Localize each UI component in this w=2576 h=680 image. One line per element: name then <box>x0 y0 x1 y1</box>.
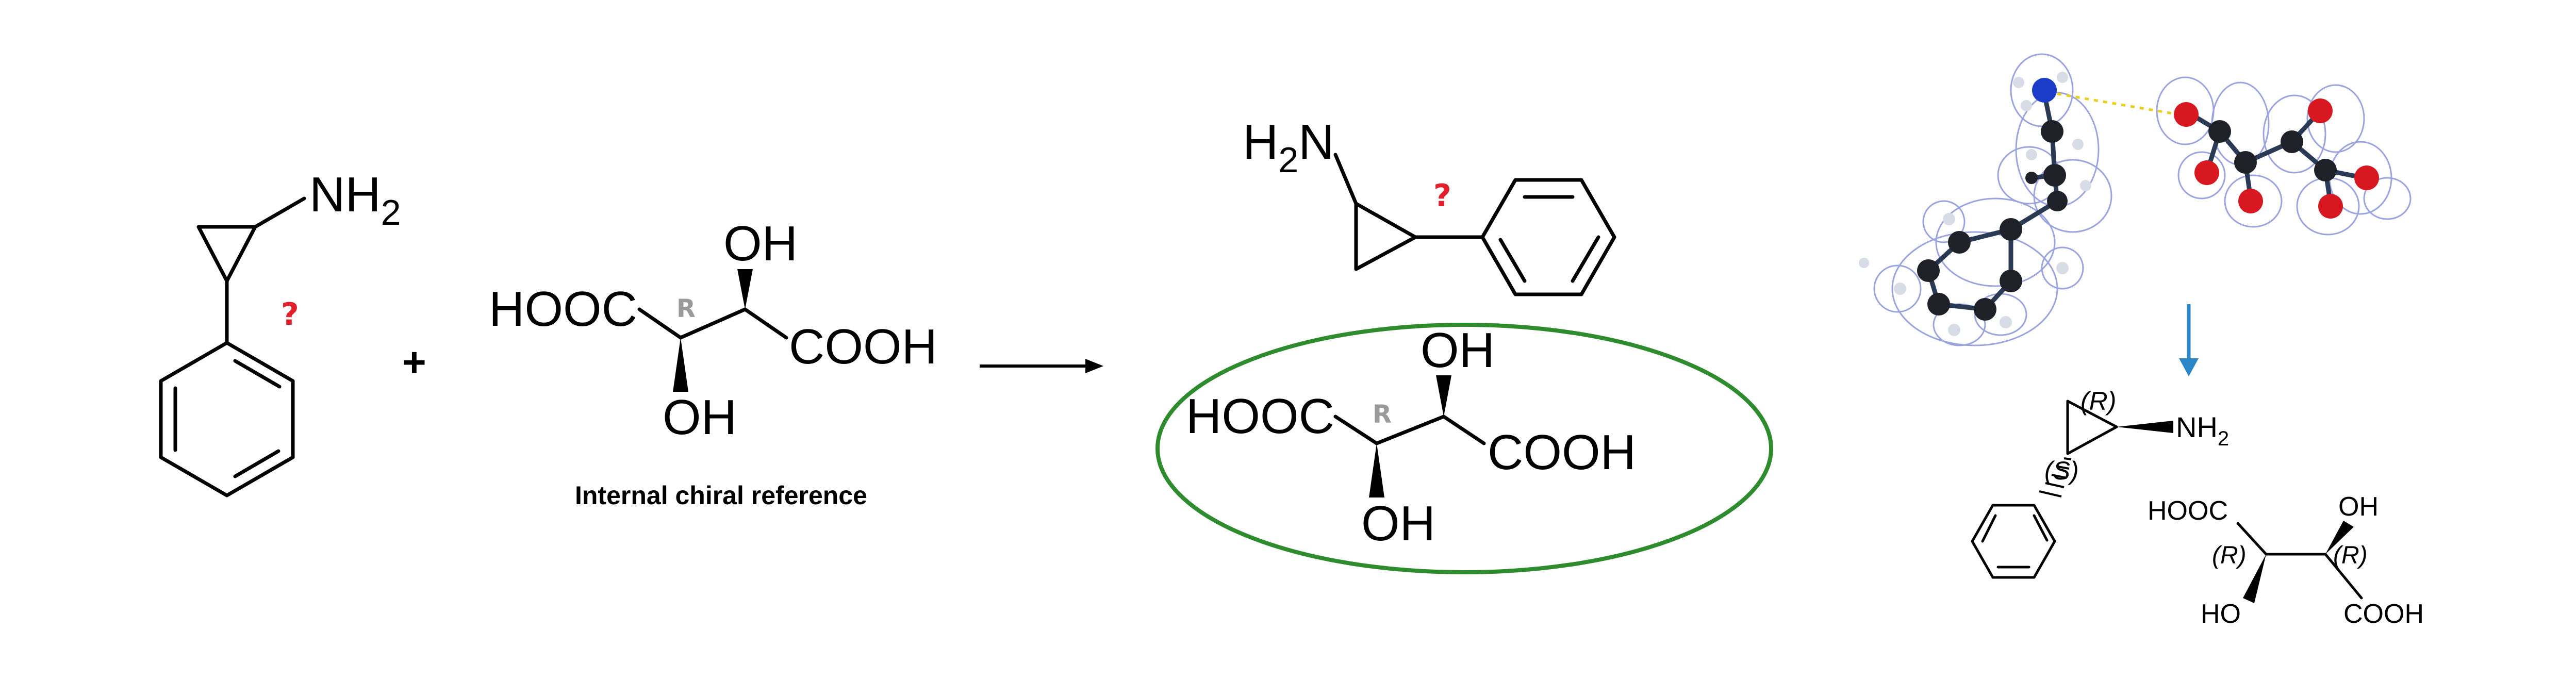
wedge-bond <box>737 269 753 309</box>
tartaric-oh-bottom-label: OH <box>663 390 737 445</box>
bond <box>679 307 747 340</box>
unknown-stereo-mark: ? <box>281 296 299 333</box>
blue-down-arrow <box>2179 304 2199 376</box>
aromatic-bond <box>233 359 282 389</box>
bond <box>743 307 788 340</box>
product-cooh-label: COOH <box>1488 425 1636 480</box>
tartaric-oh-top-label: OH <box>723 216 798 271</box>
aromatic-bond <box>233 449 280 478</box>
benzene-ring <box>1971 504 2056 579</box>
amine-nh2-label: NH2 <box>309 167 401 233</box>
resolved-ho-label: HO <box>2201 599 2241 629</box>
bond <box>1333 414 1379 445</box>
oxygen-atoms <box>2174 98 2379 219</box>
bond <box>2324 553 2363 600</box>
wedge-bond <box>673 338 688 392</box>
hashed-bond-phenyl <box>2039 457 2072 497</box>
tartaric-hooc-label: HOOC <box>489 281 637 337</box>
molecule-bonds <box>1926 91 2367 312</box>
resolved-tartaric-structure: HOOC OH (R) (R) HO COOH <box>2148 492 2424 629</box>
wedge-bond <box>1369 443 1384 497</box>
cyclopropane-ring <box>196 225 257 283</box>
stereo-r-descriptor: (R) <box>2080 387 2116 416</box>
amine-reactant: NH2 ? <box>159 167 401 497</box>
cyclopropane-ring <box>1354 202 1417 271</box>
internal-chiral-reference-caption: Internal chiral reference <box>575 481 867 510</box>
plus-sign: + <box>402 339 426 385</box>
product-hooc-label: HOOC <box>1186 389 1334 444</box>
hydrogen-bond <box>2057 92 2179 116</box>
reaction-arrow <box>980 359 1103 373</box>
aromatic-bond <box>2033 514 2049 542</box>
carbon-atoms <box>1917 120 2337 321</box>
product-h2n-label: H2N <box>1243 114 1334 180</box>
stereo-r-label: R <box>676 294 696 323</box>
wedge-bond-nh2 <box>2117 421 2173 433</box>
resolved-nh2-label: NH2 <box>2176 411 2229 450</box>
wedge-bond <box>2325 521 2354 554</box>
tartaric-acid-product: HOOC OH COOH OH R <box>1155 323 1773 574</box>
resolved-oh-label: OH <box>2338 492 2379 522</box>
bond-n-c <box>1333 153 1358 206</box>
bond <box>2236 522 2268 556</box>
resolved-hooc-label: HOOC <box>2148 496 2228 526</box>
bond <box>1442 414 1486 445</box>
nitrogen-atom <box>2032 78 2057 103</box>
benzene-ring <box>1480 178 1616 296</box>
hydrogen-atoms <box>1859 72 2091 336</box>
stereo-r-label: R <box>1373 400 1392 429</box>
aromatic-bond <box>1981 514 1997 543</box>
tartaric-acid-reactant: HOOC OH COOH OH R <box>489 216 937 445</box>
bond <box>1375 414 1446 445</box>
aromatic-bond <box>1498 238 1527 283</box>
benzene-ring <box>159 341 295 497</box>
wedge-bond <box>1436 375 1451 417</box>
amine-product: H2N ? <box>1243 114 1616 296</box>
product-highlight-ellipse <box>1155 323 1773 574</box>
tartaric-cooh-label: COOH <box>789 319 937 374</box>
stereo-r-descriptor-2: (R) <box>2333 542 2368 569</box>
product-oh-top-label: OH <box>1421 323 1495 378</box>
product-oh-bottom-label: OH <box>1361 496 1435 551</box>
resolved-amine-structure: (R) NH2 (S) <box>1971 387 2229 579</box>
bond-c-n <box>253 196 306 229</box>
wedge-bond <box>2243 554 2266 603</box>
cyclopropane-ring <box>2066 400 2118 455</box>
aromatic-bond <box>1571 235 1600 283</box>
resolved-cooh-label: COOH <box>2343 599 2424 629</box>
crystal-structure-image <box>1859 53 2412 346</box>
bond <box>637 307 683 340</box>
stereo-r-descriptor-1: (R) <box>2212 542 2247 569</box>
stereo-s-descriptor: (S) <box>2044 456 2079 485</box>
unknown-stereo-mark: ? <box>1433 178 1451 214</box>
